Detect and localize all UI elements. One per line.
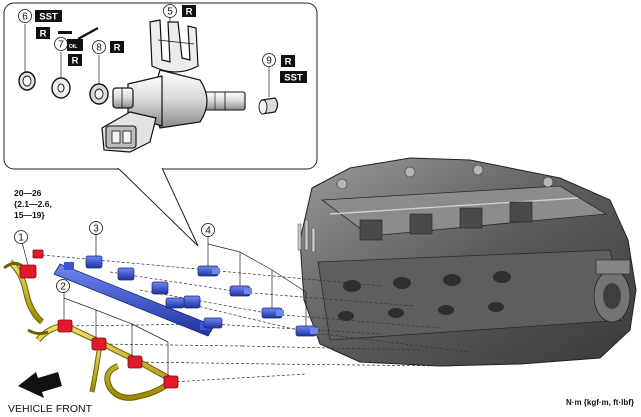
svg-text:4: 4 xyxy=(205,226,211,237)
svg-text:SST: SST xyxy=(39,12,58,23)
callout-5: 5 xyxy=(163,4,177,18)
fuel-injector-upper-2 xyxy=(229,285,252,297)
r-tag-5: R xyxy=(182,5,196,18)
r-tag-6: R xyxy=(36,27,50,40)
torque-line-3: 15—19} xyxy=(14,210,45,220)
sst-tag-6: SST xyxy=(35,10,62,23)
svg-text:3: 3 xyxy=(93,224,99,235)
fuel-distributor-part-3 xyxy=(53,255,215,337)
sst-tag-9: SST xyxy=(280,71,307,84)
torque-line-1: 20—26 xyxy=(14,188,42,198)
callout-1: 1 xyxy=(14,230,28,244)
oil-can-icon: OIL xyxy=(58,27,99,51)
units-label: N·m {kgf·m, ft·lbf} xyxy=(566,398,634,407)
callout-6: 6 xyxy=(18,9,32,23)
svg-text:R: R xyxy=(40,29,47,40)
fuel-injector-upper-3 xyxy=(261,307,284,319)
oil-label: OIL xyxy=(69,44,77,50)
svg-text:5: 5 xyxy=(167,7,173,18)
torque-line-2: {2.1—2.6, xyxy=(14,199,52,209)
injector-harness-part-1 xyxy=(3,241,45,325)
leader-4 xyxy=(207,236,307,326)
callout-3: 3 xyxy=(89,221,103,235)
svg-text:1: 1 xyxy=(18,233,24,244)
svg-text:6: 6 xyxy=(22,12,28,23)
svg-text:R: R xyxy=(72,56,79,67)
fuel-injector-upper-4 xyxy=(295,325,318,337)
seal-part-8 xyxy=(89,83,109,105)
r-tag-9: R xyxy=(281,55,295,68)
callout-8: 8 xyxy=(92,40,106,54)
seal-part-9 xyxy=(258,97,279,115)
fuel-injector-upper-1 xyxy=(197,265,220,277)
r-tag-7: R xyxy=(68,54,82,67)
vehicle-front-label: VEHICLE FRONT xyxy=(8,403,93,415)
svg-text:R: R xyxy=(285,57,292,68)
torque-spec: 20—26 {2.1—2.6, 15—19} xyxy=(14,188,52,220)
fuel-injector-detail xyxy=(101,69,246,153)
fuel-injector-lower-1 xyxy=(165,297,185,309)
o-ring-part-6 xyxy=(18,71,36,91)
r-tag-8: R xyxy=(110,41,124,54)
callout-2: 2 xyxy=(56,279,70,293)
engine-cylinder-head xyxy=(297,157,637,367)
svg-text:9: 9 xyxy=(266,56,272,67)
fuel-injector-lower-2 xyxy=(203,317,223,329)
svg-text:7: 7 xyxy=(58,40,64,51)
svg-text:R: R xyxy=(186,7,193,18)
svg-text:R: R xyxy=(114,43,121,54)
svg-text:SST: SST xyxy=(284,73,303,84)
callout-4: 4 xyxy=(201,223,215,237)
vehicle-front-arrow-icon xyxy=(18,372,62,398)
callout-7: 7 xyxy=(54,37,68,51)
callout-9: 9 xyxy=(262,53,276,67)
svg-text:8: 8 xyxy=(96,43,102,54)
washer-part-7 xyxy=(51,77,71,99)
injector-clip-part-5 xyxy=(149,19,199,73)
svg-text:2: 2 xyxy=(60,282,66,293)
vehicle-front-indicator: VEHICLE FRONT xyxy=(8,372,93,415)
injector-harness-part-2 xyxy=(27,292,179,401)
